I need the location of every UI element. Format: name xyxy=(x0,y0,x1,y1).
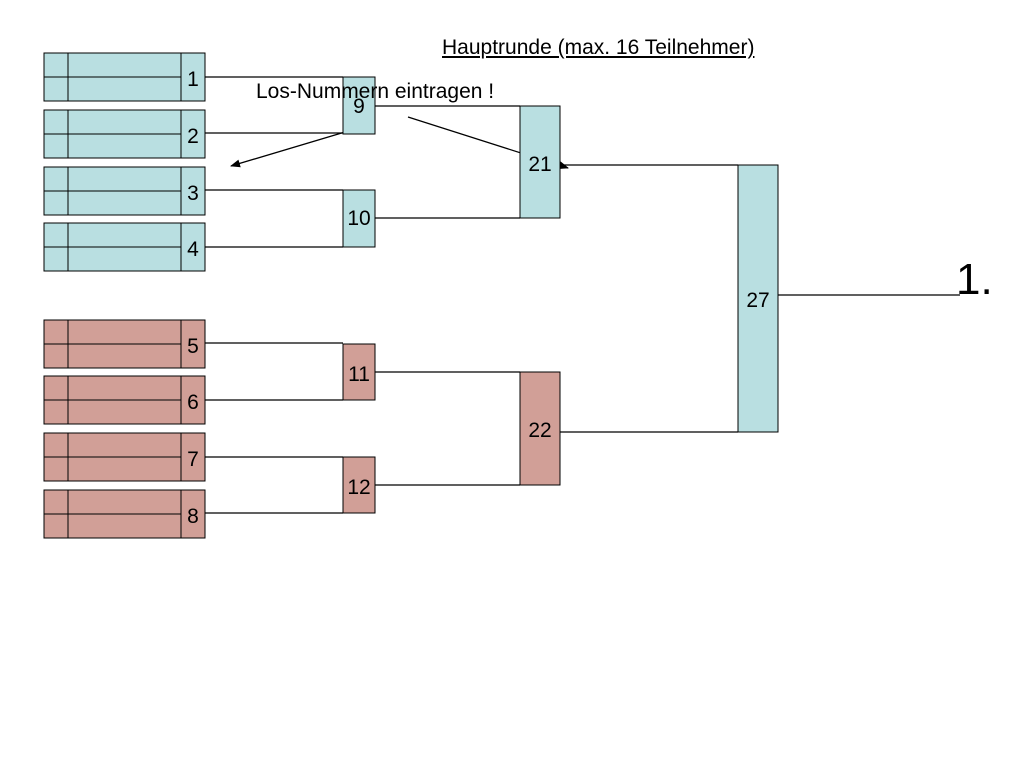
champion-label: 1. xyxy=(956,255,993,304)
match-number: 9 xyxy=(353,95,365,118)
entry-slot-7[interactable]: 7 xyxy=(43,432,206,482)
entry-number: 1 xyxy=(187,68,199,91)
match-box-11[interactable]: 11 xyxy=(342,343,376,401)
match-number: 10 xyxy=(347,207,370,230)
entry-number: 8 xyxy=(187,505,199,528)
match-number: 21 xyxy=(528,153,551,176)
match-number: 22 xyxy=(528,419,551,442)
instruction-note: Los-Nummern eintragen ! xyxy=(256,80,495,103)
match-box-27[interactable]: 27 xyxy=(737,164,779,433)
entry-slot-6[interactable]: 6 xyxy=(43,375,206,425)
entry-number: 2 xyxy=(187,125,199,148)
match-box-21[interactable]: 21 xyxy=(519,105,561,219)
entry-number: 7 xyxy=(187,448,199,471)
entry-slot-1[interactable]: 1 xyxy=(43,52,206,102)
entry-slot-2[interactable]: 2 xyxy=(43,109,206,159)
entry-slot-8[interactable]: 8 xyxy=(43,489,206,539)
entry-slot-5[interactable]: 5 xyxy=(43,319,206,369)
match-number: 27 xyxy=(746,289,769,312)
entry-slot-4[interactable]: 4 xyxy=(43,222,206,272)
annotation-arrows xyxy=(230,116,569,170)
entry-slot-3[interactable]: 3 xyxy=(43,166,206,216)
entry-number: 3 xyxy=(187,182,199,205)
match-number: 11 xyxy=(348,363,370,386)
entry-number: 5 xyxy=(187,335,199,358)
match-box-22[interactable]: 22 xyxy=(519,371,561,486)
page-title: Hauptrunde (max. 16 Teilnehmer) xyxy=(442,36,755,59)
arrow-to-entry-slot xyxy=(230,131,346,168)
match-number: 12 xyxy=(347,476,370,499)
match-box-12[interactable]: 12 xyxy=(342,456,376,514)
entry-number: 4 xyxy=(187,238,199,261)
match-box-9[interactable]: 9 xyxy=(342,76,376,135)
entry-number: 6 xyxy=(187,391,199,414)
match-box-10[interactable]: 10 xyxy=(342,189,376,248)
